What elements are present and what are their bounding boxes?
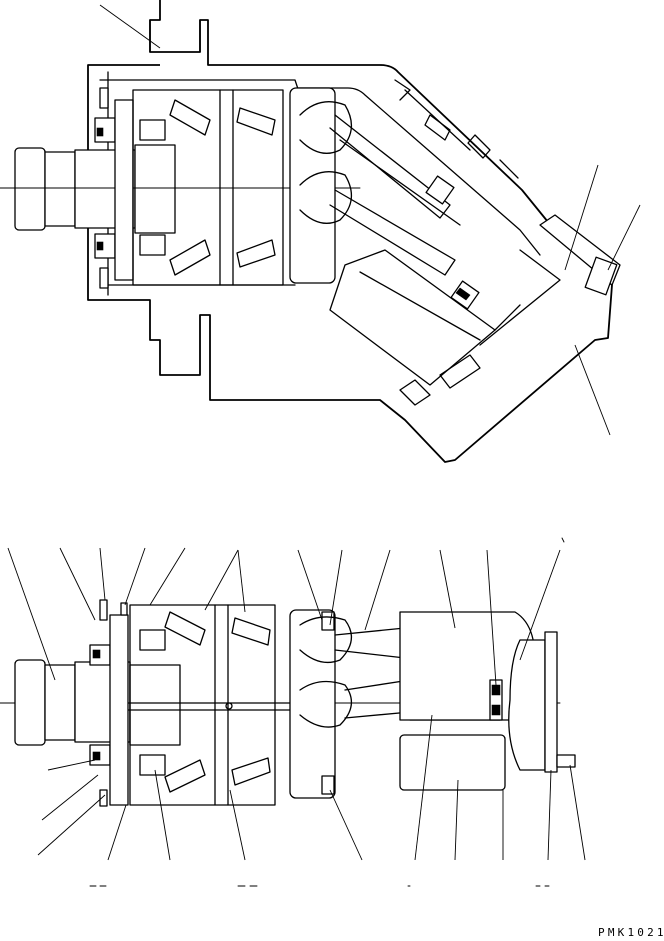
upper-cylinder-block <box>329 249 496 386</box>
upper-housing-outline <box>87 0 613 463</box>
lower-pump-view <box>0 537 586 887</box>
upper-drive-flange <box>289 87 336 284</box>
lower-shaft-end <box>14 659 46 746</box>
drawing-code-label: PMK1021 <box>598 926 664 939</box>
lower-label-ticks <box>89 537 565 887</box>
lower-bearings <box>129 604 276 806</box>
lower-port-housing <box>399 734 506 791</box>
upper-bearings <box>132 89 284 286</box>
lower-leader-lines <box>7 547 586 861</box>
upper-seal-group <box>94 87 134 289</box>
lower-valve-plate <box>508 639 546 771</box>
upper-pump-view <box>0 0 641 463</box>
upper-pistons <box>329 114 480 310</box>
lower-seal-group <box>89 599 129 807</box>
lower-drive-flange <box>289 609 336 799</box>
upper-shaft-end <box>14 147 46 231</box>
